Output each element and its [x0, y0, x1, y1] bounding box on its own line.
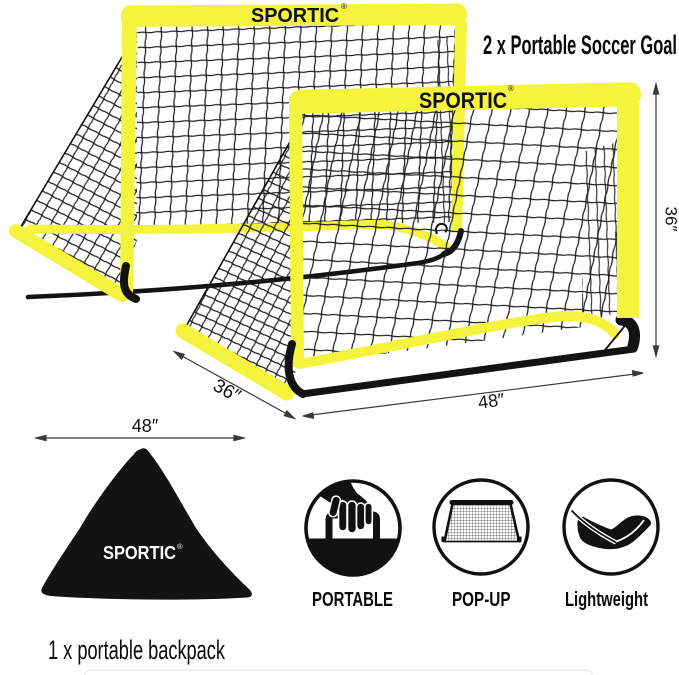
svg-text:48″: 48″ — [477, 389, 506, 412]
svg-text:36″: 36″ — [662, 207, 679, 232]
svg-text:2 x Portable Soccer Goal: 2 x Portable Soccer Goal — [483, 30, 677, 60]
svg-text:SPORTIC: SPORTIC — [419, 88, 507, 113]
svg-text:®: ® — [341, 2, 347, 11]
svg-text:®: ® — [508, 84, 514, 93]
svg-text:48″: 48″ — [132, 416, 159, 436]
svg-text:1 x portable backpack: 1 x portable backpack — [48, 635, 225, 665]
svg-text:®: ® — [177, 542, 183, 551]
svg-text:SPORTIC: SPORTIC — [251, 5, 339, 27]
svg-text:SPORTIC: SPORTIC — [103, 543, 176, 563]
svg-text:POP-UP: POP-UP — [452, 589, 511, 611]
svg-text:Lightweight: Lightweight — [565, 589, 648, 611]
svg-text:PORTABLE: PORTABLE — [312, 589, 393, 611]
